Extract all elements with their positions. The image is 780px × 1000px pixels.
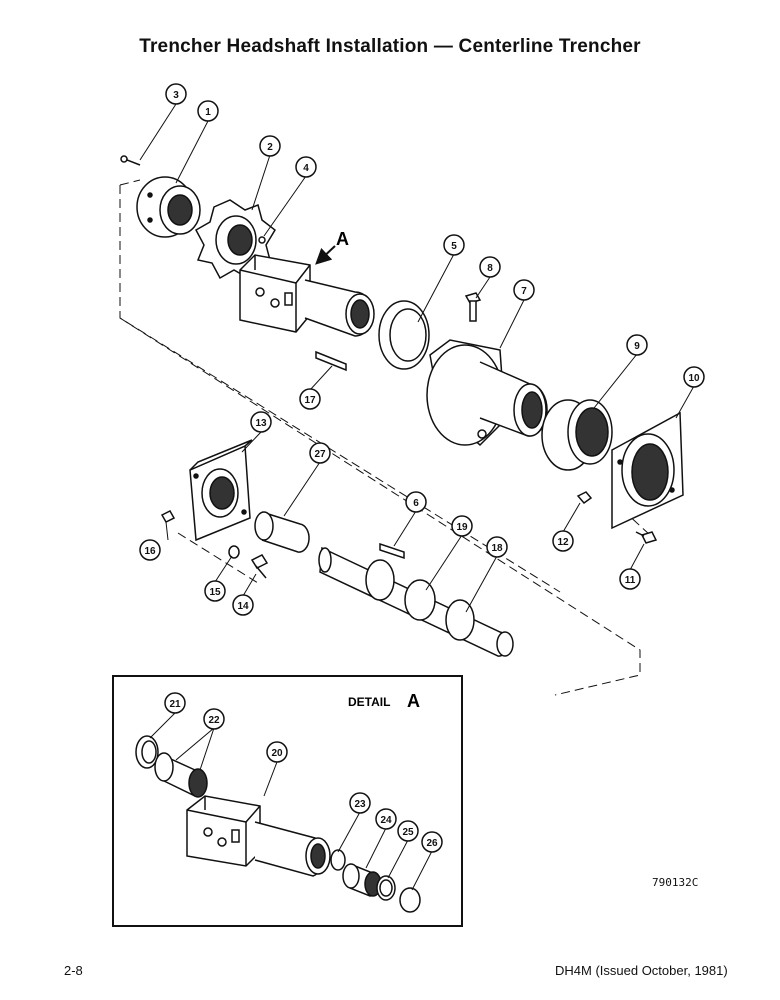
callout-6: 6 [405, 491, 427, 513]
callout-13-label: 13 [255, 418, 267, 429]
callout-26-label: 26 [426, 838, 438, 849]
callout-10: 10 [683, 366, 705, 388]
callout-27: 27 [309, 442, 331, 464]
callout-22-label: 22 [208, 715, 220, 726]
callout-8-label: 8 [487, 263, 493, 274]
detail-a-label: DETAIL [348, 695, 390, 709]
callout-15-label: 15 [209, 587, 221, 598]
callout-1-label: 1 [205, 107, 211, 118]
view-marker-a: A [315, 229, 349, 265]
callout-16: 16 [139, 539, 161, 561]
callout-19-label: 19 [456, 522, 468, 533]
callout-11-label: 11 [625, 575, 636, 586]
page-number: 2-8 [64, 963, 83, 978]
callout-15: 15 [204, 580, 226, 602]
callout-12: 12 [552, 530, 574, 552]
part-key-6 [379, 542, 405, 560]
part-mounting-plate [611, 411, 684, 530]
document-id: DH4M (Issued October, 1981) [555, 963, 728, 978]
callout-9: 9 [626, 334, 648, 356]
part-fasteners-14-16 [160, 510, 269, 579]
callout-4: 4 [295, 156, 317, 178]
callout-leaders [139, 103, 695, 891]
part-headshaft [318, 546, 514, 657]
part-flange-plate [189, 439, 253, 542]
page-title: Trencher Headshaft Installation — Center… [139, 36, 641, 57]
callout-25: 25 [397, 820, 419, 842]
callout-24: 24 [375, 808, 397, 830]
callout-13: 13 [250, 411, 272, 433]
callout-2: 2 [259, 135, 281, 157]
part-small-bolts [120, 155, 266, 244]
callout-22: 22 [203, 708, 225, 730]
callout-3-label: 3 [173, 90, 179, 101]
part-bolts-11-12 [576, 491, 658, 544]
callout-4-label: 4 [303, 163, 309, 174]
part-flange-bearing [136, 176, 201, 238]
callout-9-label: 9 [634, 341, 640, 352]
callout-12-label: 12 [557, 537, 569, 548]
callout-5: 5 [443, 234, 465, 256]
callout-5-label: 5 [451, 241, 457, 252]
callout-14-label: 14 [237, 601, 249, 612]
callout-6-label: 6 [413, 498, 419, 509]
part-spacer-27 [254, 511, 310, 553]
view-marker-a-letter: A [336, 229, 349, 249]
callout-24-label: 24 [380, 815, 392, 826]
detail-parts [135, 735, 421, 913]
callout-16-label: 16 [144, 546, 156, 557]
part-key-17 [315, 350, 347, 372]
callout-23: 23 [349, 792, 371, 814]
callout-14: 14 [232, 594, 254, 616]
callout-20: 20 [266, 741, 288, 763]
callout-8: 8 [479, 256, 501, 278]
part-sleeve-ring [541, 399, 613, 471]
callout-18: 18 [486, 536, 508, 558]
callout-18-label: 18 [491, 543, 503, 554]
callout-7-label: 7 [521, 286, 527, 297]
callout-3: 3 [165, 83, 187, 105]
callout-19: 19 [451, 515, 473, 537]
callout-17: 17 [299, 388, 321, 410]
callout-10-label: 10 [688, 373, 700, 384]
callout-17-label: 17 [304, 395, 316, 406]
callout-11: 11 [619, 568, 641, 590]
callout-26: 26 [421, 831, 443, 853]
detail-a-inset: DETAIL A [112, 675, 463, 927]
callout-2-label: 2 [267, 142, 273, 153]
callout-21-label: 21 [169, 699, 181, 710]
detail-a-letter: A [407, 691, 420, 711]
figure-number: 790132C [652, 876, 699, 889]
callout-25-label: 25 [402, 827, 414, 838]
callout-27-label: 27 [314, 449, 326, 460]
callout-7: 7 [513, 279, 535, 301]
part-housing-a [239, 254, 375, 337]
callout-1: 1 [197, 100, 219, 122]
part-bearing-housing [426, 339, 548, 447]
part-bolt-8 [464, 292, 482, 322]
callouts: 1 2 3 4 5 6 7 8 9 10 11 12 13 14 15 16 1… [139, 83, 705, 853]
callout-23-label: 23 [354, 799, 366, 810]
part-seal-ring [378, 300, 430, 370]
callout-21: 21 [164, 692, 186, 714]
callout-20-label: 20 [271, 748, 283, 759]
